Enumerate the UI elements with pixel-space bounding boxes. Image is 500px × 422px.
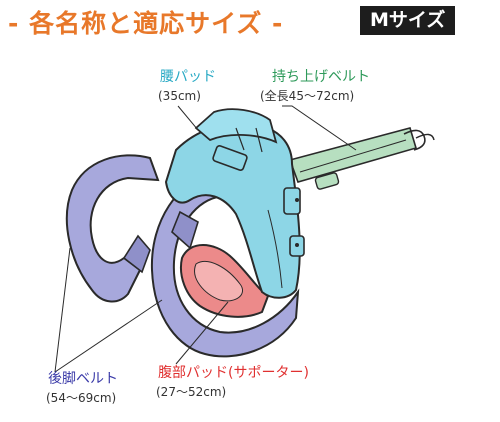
belly-pad-size: (27～52cm) — [156, 385, 227, 399]
leader-hind-leg-a — [54, 247, 71, 373]
hind-leg-belt-label: 後脚ベルト — [48, 371, 118, 387]
leader-lift-belt — [282, 105, 357, 151]
belly-pad-label: 腹部パッド(サポーター) — [158, 365, 309, 381]
leader-lines — [54, 105, 357, 373]
size-badge: Mサイズ — [360, 6, 456, 35]
leader-hind-leg-b — [54, 299, 163, 373]
lift-belt-label: 持ち上げベルト — [272, 69, 370, 85]
lift-belt-size: (全長45～72cm) — [260, 89, 355, 103]
harness-body — [164, 108, 305, 299]
lift-belt-strap — [288, 127, 435, 190]
waist-pad-label: 腰パッド — [160, 69, 216, 85]
page-title: - 各名称と適応サイズ - — [8, 9, 284, 38]
hind-leg-belt-right — [150, 174, 300, 358]
hind-leg-belt-left — [65, 154, 160, 303]
leader-belly-pad — [175, 301, 229, 365]
hind-leg-belt-size: (54～69cm) — [46, 391, 117, 405]
waist-pad-size: (35cm) — [158, 89, 201, 103]
belly-pad — [180, 244, 270, 318]
leader-waist-pad — [177, 105, 199, 131]
